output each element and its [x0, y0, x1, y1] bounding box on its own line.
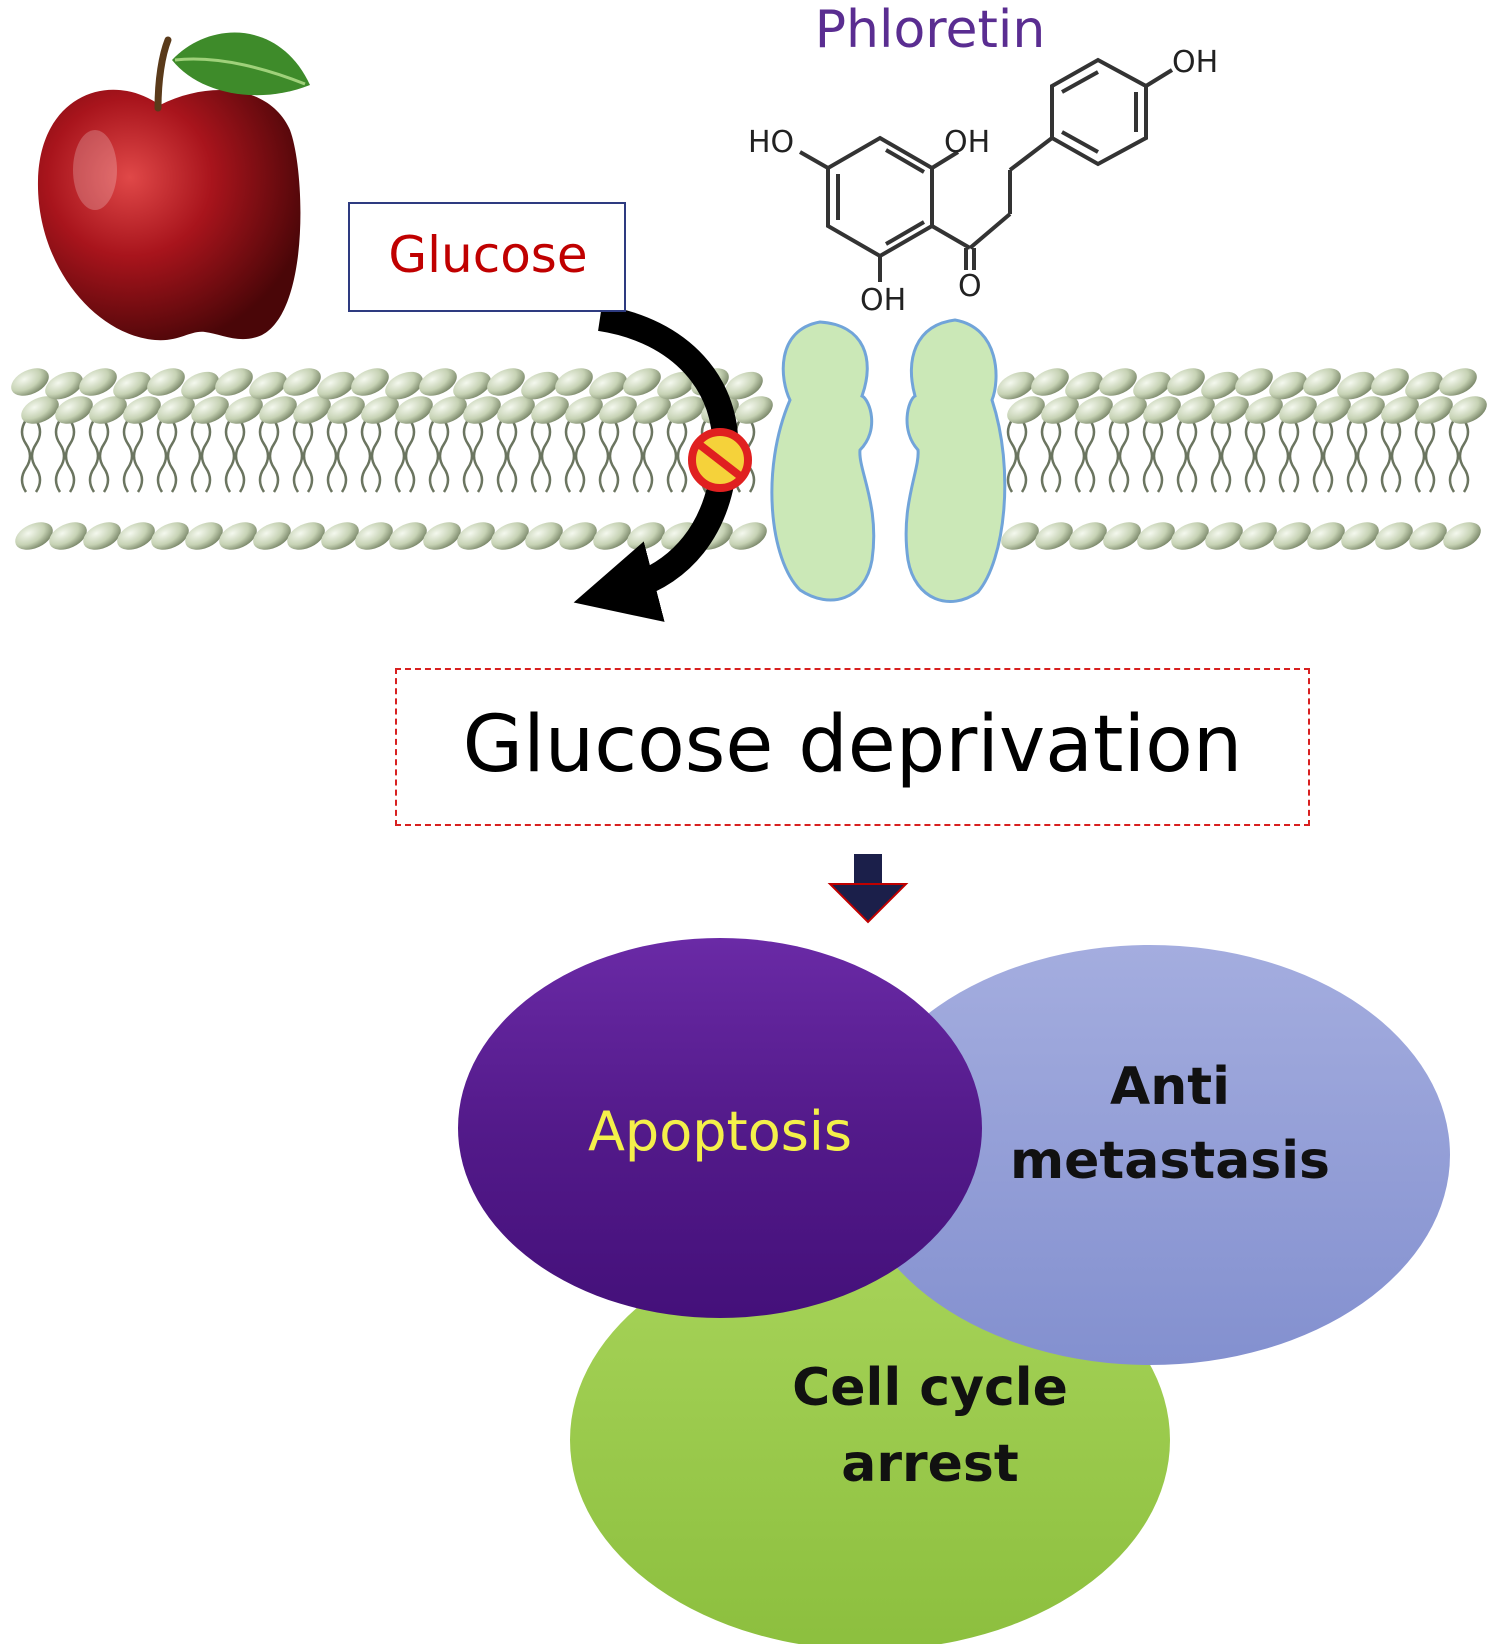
apple-icon: [37, 32, 310, 341]
apoptosis-ellipse: [458, 938, 982, 1318]
oh-bottom-label: OH: [860, 283, 906, 318]
glucose-deprivation-box: [395, 668, 1310, 826]
lipid-bilayer: [11, 368, 1487, 550]
transporter-icon: [770, 318, 1007, 603]
phloretin-title: Phloretin: [814, 0, 1046, 60]
anti-metastasis-label: Anti metastasis: [960, 1050, 1380, 1198]
glucose-box: [348, 202, 626, 312]
ho-left-label: HO: [748, 125, 794, 160]
cellcycle-line2: arrest: [841, 1434, 1019, 1494]
phloretin-structure: [799, 57, 1174, 282]
oh-top-label: OH: [1172, 45, 1218, 80]
apoptosis-label: Apoptosis: [587, 1100, 852, 1163]
cell-cycle-arrest-label: Cell cycle arrest: [720, 1350, 1140, 1502]
cellcycle-line1: Cell cycle: [792, 1358, 1068, 1418]
carbonyl-o-label: O: [958, 269, 982, 304]
anti-line2: metastasis: [1009, 1131, 1331, 1191]
anti-line1: Anti: [1110, 1057, 1230, 1117]
oh-mid-label: OH: [944, 125, 990, 160]
glucose-deprivation-label: Glucose deprivation: [462, 700, 1243, 790]
down-arrow-icon: [827, 854, 909, 924]
no-entry-icon: [688, 428, 752, 492]
anti-metastasis-ellipse: [850, 945, 1450, 1365]
glucose-label: Glucose: [388, 226, 588, 284]
